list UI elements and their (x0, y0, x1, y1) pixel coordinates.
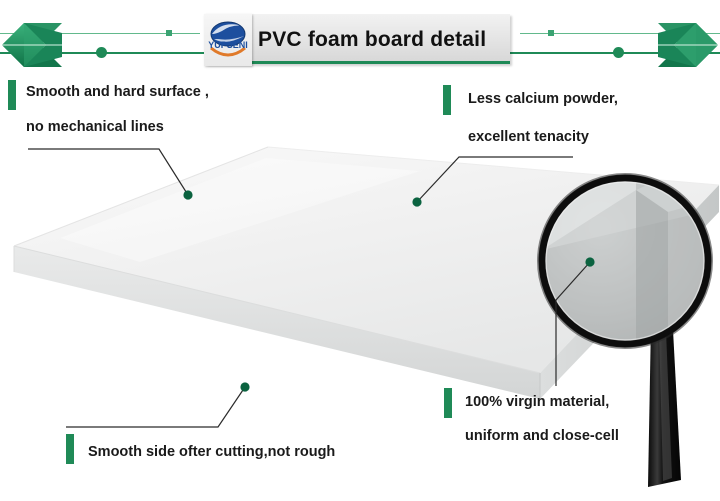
marker-dot-smooth-hard-surface (183, 190, 193, 200)
diamond-ornament-left-icon (2, 23, 62, 67)
header-square-cap-left (166, 30, 172, 36)
leader-lines (28, 148, 591, 428)
callout-line-2: uniform and close-cell (465, 428, 619, 444)
callout-line-1: Smooth side ofter cutting,not rough (88, 444, 336, 460)
leader-line-less-calcium-powder (416, 156, 573, 203)
logo-box: YUPSENI (204, 14, 252, 66)
marker-dot-smooth-side (240, 382, 250, 392)
header-rule-thin-left (0, 33, 200, 34)
callout-line-2: excellent tenacity (468, 129, 589, 145)
leader-line-smooth-side (66, 386, 246, 428)
header-rule-thick-right (502, 52, 720, 54)
diamond-ornament-right-icon (658, 23, 718, 67)
header-dot-cap-left (96, 47, 107, 58)
yupseni-logo-icon: YUPSENI (208, 21, 248, 57)
leader-line-smooth-hard-surface (28, 148, 189, 196)
leader-line-virgin-material (555, 261, 591, 386)
header-band: YUPSENI PVC foam board detail (0, 0, 720, 78)
header-rule-thin-right (520, 33, 720, 34)
pvc-board (13, 146, 720, 399)
page-title: PVC foam board detail (258, 28, 487, 51)
callout-line-1: Less calcium powder, (468, 91, 618, 107)
callout-line-1: Smooth and hard surface , (26, 84, 209, 100)
header-rule-thick-left (0, 52, 218, 54)
marker-dot-virgin-material (585, 257, 595, 267)
callout-tick-marker (66, 434, 74, 464)
callout-line-2: no mechanical lines (26, 119, 164, 135)
header-dot-cap-right (613, 47, 624, 58)
callout-tick-marker (444, 388, 452, 418)
callout-tick-marker (8, 80, 16, 110)
marker-dots (183, 190, 595, 392)
callout-tick-marker (443, 85, 451, 115)
logo-wordmark: YUPSENI (208, 40, 248, 50)
header-square-cap-right (548, 30, 554, 36)
callout-line-1: 100% virgin material, (465, 394, 610, 410)
title-plate (206, 14, 510, 64)
marker-dot-less-calcium-powder (412, 197, 422, 207)
